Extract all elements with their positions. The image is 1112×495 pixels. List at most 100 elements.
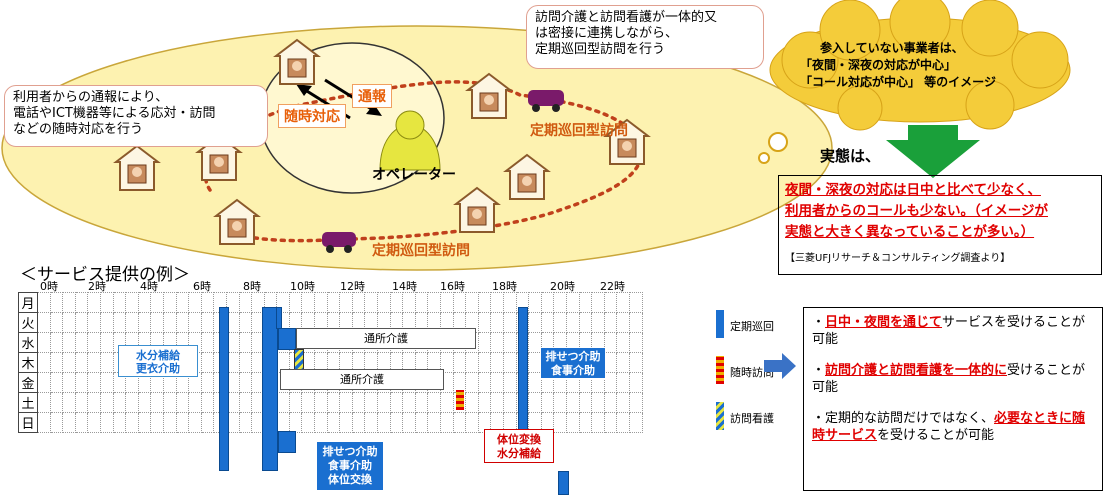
schedule-cell xyxy=(74,332,89,353)
schedule-cell xyxy=(288,412,303,433)
schedule-cell xyxy=(49,372,64,393)
schedule-cell xyxy=(238,332,253,353)
hour-label: 6時 xyxy=(193,280,211,293)
schedule-cell xyxy=(200,312,215,333)
anytime-response-tag: 随時対応 xyxy=(278,104,346,128)
schedule-cell xyxy=(175,312,190,333)
operator-figure xyxy=(379,110,441,171)
schedule-cell xyxy=(628,332,643,353)
schedule-cell xyxy=(377,392,391,413)
schedule-cell xyxy=(477,392,492,413)
regular-visit-bar xyxy=(558,471,569,495)
schedule-cell xyxy=(402,412,416,433)
schedule-cell xyxy=(137,412,152,433)
legend-regular-swatch xyxy=(716,310,724,338)
schedule-cell xyxy=(402,392,416,413)
regular-visit-bar xyxy=(278,328,296,350)
schedule-cell xyxy=(150,412,164,433)
schedule-cell xyxy=(490,372,504,393)
water-change-callout: 水分補給 更衣介助 xyxy=(118,345,198,377)
schedule-cell xyxy=(200,372,215,393)
nursing-visit-bar xyxy=(294,349,304,371)
patrol-car-icon-1 xyxy=(528,90,564,112)
schedule-cell xyxy=(565,412,580,433)
schedule-cell xyxy=(591,312,605,333)
day-label: 土 xyxy=(18,392,38,413)
schedule-cell xyxy=(440,292,454,313)
schedule-cell xyxy=(87,292,101,313)
schedule-cell xyxy=(364,292,379,313)
benefit-item: ・定期的な訪問だけではなく、必要なときに随時サービスを受けることが可能 xyxy=(812,411,1086,443)
schedule-cell xyxy=(414,292,429,313)
schedule-cell xyxy=(112,392,127,413)
daycare-bar-thu: 通所介護 xyxy=(280,369,444,390)
schedule-cell xyxy=(364,392,379,413)
schedule-row: 日 xyxy=(18,412,643,433)
schedule-cell xyxy=(162,392,177,413)
day-label: 火 xyxy=(18,312,38,333)
schedule-cell xyxy=(616,332,630,353)
schedule-cell xyxy=(616,292,630,313)
schedule-cell xyxy=(188,412,202,433)
benefits-box: ・日中・夜間を通じてサービスを受けることが可能 ・訪問介護と訪問看護を一体的に受… xyxy=(803,307,1103,491)
anytime-response-balloon: 利用者からの通報により、 電話やICT機器等による応対・訪問 などの随時対応を行… xyxy=(4,85,268,147)
schedule-cell xyxy=(188,292,202,313)
schedule-cell xyxy=(125,312,139,333)
schedule-cell xyxy=(74,412,89,433)
schedule-cell xyxy=(62,372,76,393)
schedule-cell xyxy=(540,312,555,333)
schedule-cell xyxy=(37,392,51,413)
schedule-row: 火 xyxy=(18,312,643,333)
schedule-cell xyxy=(578,392,593,413)
schedule-cell xyxy=(162,312,177,333)
schedule-cell xyxy=(62,412,76,433)
schedule-cell xyxy=(314,392,328,413)
schedule-cell xyxy=(238,352,253,373)
schedule-cell xyxy=(452,292,467,313)
schedule-cell xyxy=(477,352,492,373)
schedule-cell xyxy=(37,312,51,333)
schedule-cell xyxy=(74,372,89,393)
schedule-cell xyxy=(603,312,618,333)
schedule-cell xyxy=(137,292,152,313)
schedule-cell xyxy=(288,292,303,313)
regular-visit-bar xyxy=(262,307,278,471)
schedule-cell xyxy=(62,292,76,313)
source-note: 【三菱UFJリサーチ＆コンサルティング調査より】 xyxy=(785,253,1011,264)
schedule-cell xyxy=(339,292,353,313)
schedule-cell xyxy=(628,392,643,413)
hour-label: 0時 xyxy=(40,280,58,293)
schedule-cell xyxy=(540,292,555,313)
operator-label: オペレーター xyxy=(372,167,456,183)
regular-visit-bar xyxy=(219,307,229,471)
schedule-cell xyxy=(465,292,479,313)
schedule-cell xyxy=(591,412,605,433)
schedule-cell xyxy=(99,392,114,413)
legend-anytime-swatch xyxy=(716,356,724,384)
schedule-cell xyxy=(137,312,152,333)
schedule-cell xyxy=(49,332,64,353)
schedule-cell xyxy=(62,312,76,333)
day-label: 木 xyxy=(18,352,38,373)
schedule-cell xyxy=(62,352,76,373)
schedule-cell xyxy=(87,372,101,393)
schedule-cell xyxy=(301,292,316,313)
cloud-text: 参入していない事業者は、 「夜間・深夜の対応が中心」 「コール対応が中心」 等の… xyxy=(800,41,996,89)
schedule-cell xyxy=(490,292,504,313)
schedule-cell xyxy=(125,392,139,413)
day-label: 水 xyxy=(18,332,38,353)
schedule-cell xyxy=(389,412,404,433)
schedule-cell xyxy=(440,392,454,413)
schedule-cell xyxy=(553,392,567,413)
hour-label: 22時 xyxy=(600,280,625,293)
schedule-cell xyxy=(200,412,215,433)
schedule-cell xyxy=(99,312,114,333)
schedule-cell xyxy=(603,392,618,413)
schedule-cell xyxy=(150,312,164,333)
schedule-cell xyxy=(603,372,618,393)
schedule-cell xyxy=(99,332,114,353)
schedule-cell xyxy=(465,392,479,413)
schedule-cell xyxy=(364,412,379,433)
collaboration-balloon: 訪問介護と訪問看護が一体的又 は密接に連携しながら、 定期巡回型訪問を行う xyxy=(526,5,764,69)
schedule-cell xyxy=(628,292,643,313)
